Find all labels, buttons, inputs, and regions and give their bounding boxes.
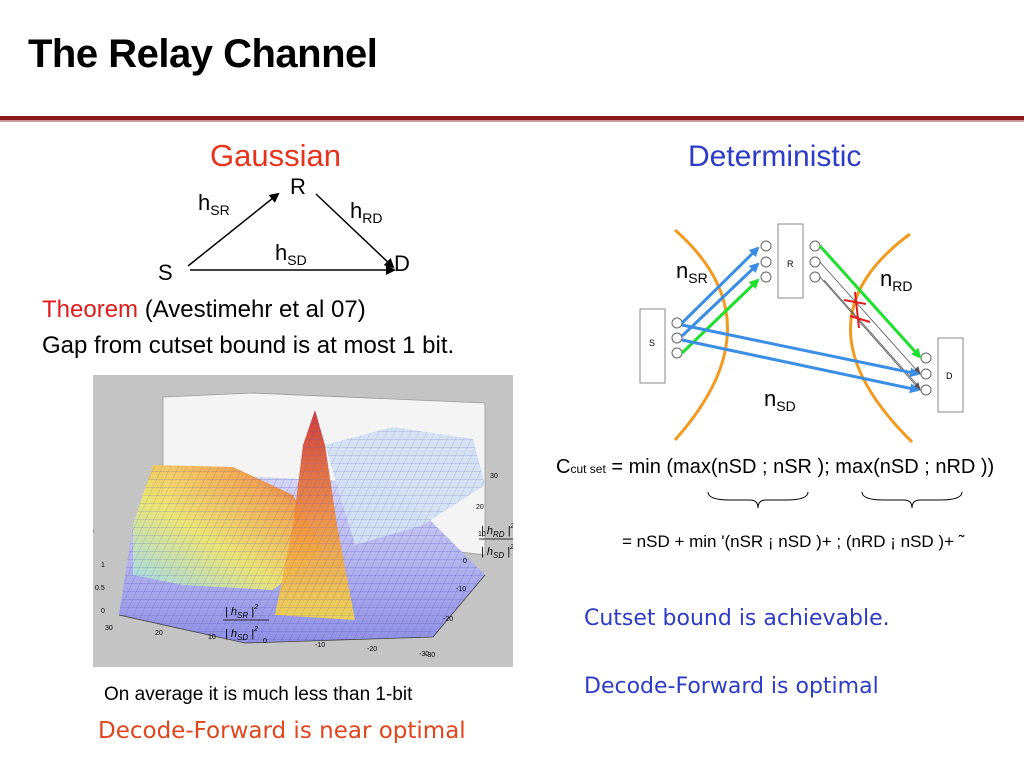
central-peak-mesh: [275, 410, 355, 620]
plot-front-edge: [118, 574, 486, 644]
y-tick: 0: [463, 558, 467, 565]
h-rd-label: hRD: [350, 198, 382, 226]
svg-text:| hSD |2: | hSD |2: [481, 544, 513, 560]
destination-box-label: D: [946, 371, 953, 381]
theorem-statement: Theorem (Avestimehr et al 07): [42, 296, 366, 324]
x-tick: -30: [419, 651, 429, 658]
left-ridge-mesh: [133, 465, 323, 590]
sr-blue-link-1: [680, 246, 760, 325]
h-sr-label: hSR: [198, 190, 230, 218]
sd-blue-link-1: [681, 323, 920, 378]
relay-box: [777, 223, 804, 299]
y-tick: 30: [490, 473, 498, 480]
deterministic-heading: Deterministic: [688, 140, 862, 173]
n-sd-label: nSD: [764, 386, 796, 414]
z-tick-05: 0.5: [95, 585, 105, 592]
z-tick-0: 0: [101, 608, 105, 615]
cutset-rhs: = min (max(nSD ; nSR ); max(nSD ; nRD )): [611, 456, 995, 478]
y-tick: 20: [476, 504, 484, 511]
source-box-label: S: [649, 338, 655, 348]
x-tick: -20: [367, 646, 377, 653]
gaussian-relay-diagram: R S D hSR hRD hSD: [158, 174, 410, 285]
sr-blue-link-2: [680, 262, 760, 338]
z-tick-1: 1: [101, 562, 105, 569]
cut-curve-left: [673, 228, 729, 441]
decode-forward-optimal-note: Decode-Forward is optimal: [584, 674, 879, 699]
x-tick: 20: [155, 630, 163, 637]
destination-ports: [920, 352, 932, 396]
right-ridge-mesh: [325, 427, 485, 545]
source-node-label: S: [158, 260, 173, 285]
cutset-formula-line1: Ccut set = min (max(nSD ; nSR ); max(nSD…: [556, 456, 994, 479]
x-axis-fraction-label: | hSR |2 | hSD |2: [223, 604, 269, 642]
cutset-lhs: C: [556, 456, 571, 478]
theorem-label: Theorem: [42, 296, 139, 323]
average-gap-note: On average it is much less than 1-bit: [104, 684, 413, 705]
cut-curve-right: [849, 232, 914, 444]
svg-text:| hRD |2: | hRD |2: [481, 523, 513, 539]
cutset-achievable-note: Cutset bound is achievable.: [584, 606, 890, 631]
sd-blue-link-2: [681, 338, 920, 394]
y-tick: -20: [443, 616, 453, 623]
formula-underbraces: [707, 491, 963, 509]
z-axis-label: gap: [93, 522, 94, 539]
title-rule-shadow: [0, 120, 1024, 122]
y-tick: -10: [456, 586, 466, 593]
source-ports: [671, 317, 683, 359]
near-optimal-note: Decode-Forward is near optimal: [98, 718, 466, 744]
relay-out-ports: [809, 240, 821, 283]
x-tick: -10: [315, 642, 325, 649]
svg-text:| hSD |2: | hSD |2: [225, 626, 258, 642]
sr-link-line: [187, 192, 280, 267]
deterministic-relay-diagram: S R D nSR nRD nSD: [639, 223, 964, 444]
relay-node-label: R: [290, 174, 306, 199]
gaussian-heading: Gaussian: [210, 138, 341, 173]
x-axis-ticks: 30 20 10 0 -10 -20 -30: [105, 625, 429, 658]
destination-box: [937, 337, 964, 413]
relay-in-ports: [760, 240, 772, 283]
n-sr-label: nSR: [676, 258, 708, 286]
x-tick: 10: [208, 634, 216, 641]
y-tick: 10: [478, 531, 486, 538]
h-sd-label: hSD: [275, 240, 307, 268]
relay-box-label: R: [787, 259, 794, 269]
source-box: [639, 308, 666, 384]
svg-text:| hSR |2: | hSR |2: [225, 604, 258, 620]
y-tick: -30: [425, 652, 435, 659]
title-rule: [0, 116, 1024, 120]
y-axis-fraction-label: | hRD |2 | hSD |2: [479, 523, 513, 560]
x-tick: 30: [105, 625, 113, 632]
y-axis-ticks: 30 20 10 0 -10 -20 -30: [425, 473, 498, 659]
destination-node-label: D: [394, 251, 410, 276]
rd-link-line: [315, 193, 395, 269]
rd-green-link: [818, 244, 922, 359]
n-rd-label: nRD: [880, 266, 912, 294]
sr-green-link: [680, 278, 760, 355]
cut-marks: [843, 291, 871, 329]
slide-title: The Relay Channel: [28, 32, 378, 76]
theorem-citation: (Avestimehr et al 07): [144, 296, 366, 323]
theorem-gap-text: Gap from cutset bound is at most 1 bit.: [42, 332, 455, 359]
cutset-lhs-subscript: cut set: [570, 462, 606, 476]
x-tick: 0: [263, 638, 267, 645]
gap-surface-plot: gap 1 0.5 0 30 20 10 0 -10 -20 -30 30 20…: [93, 375, 513, 667]
cutset-formula-line2: = nSD + min '(nSR ¡ nSD )+ ; (nRD ¡ nSD …: [622, 532, 965, 551]
